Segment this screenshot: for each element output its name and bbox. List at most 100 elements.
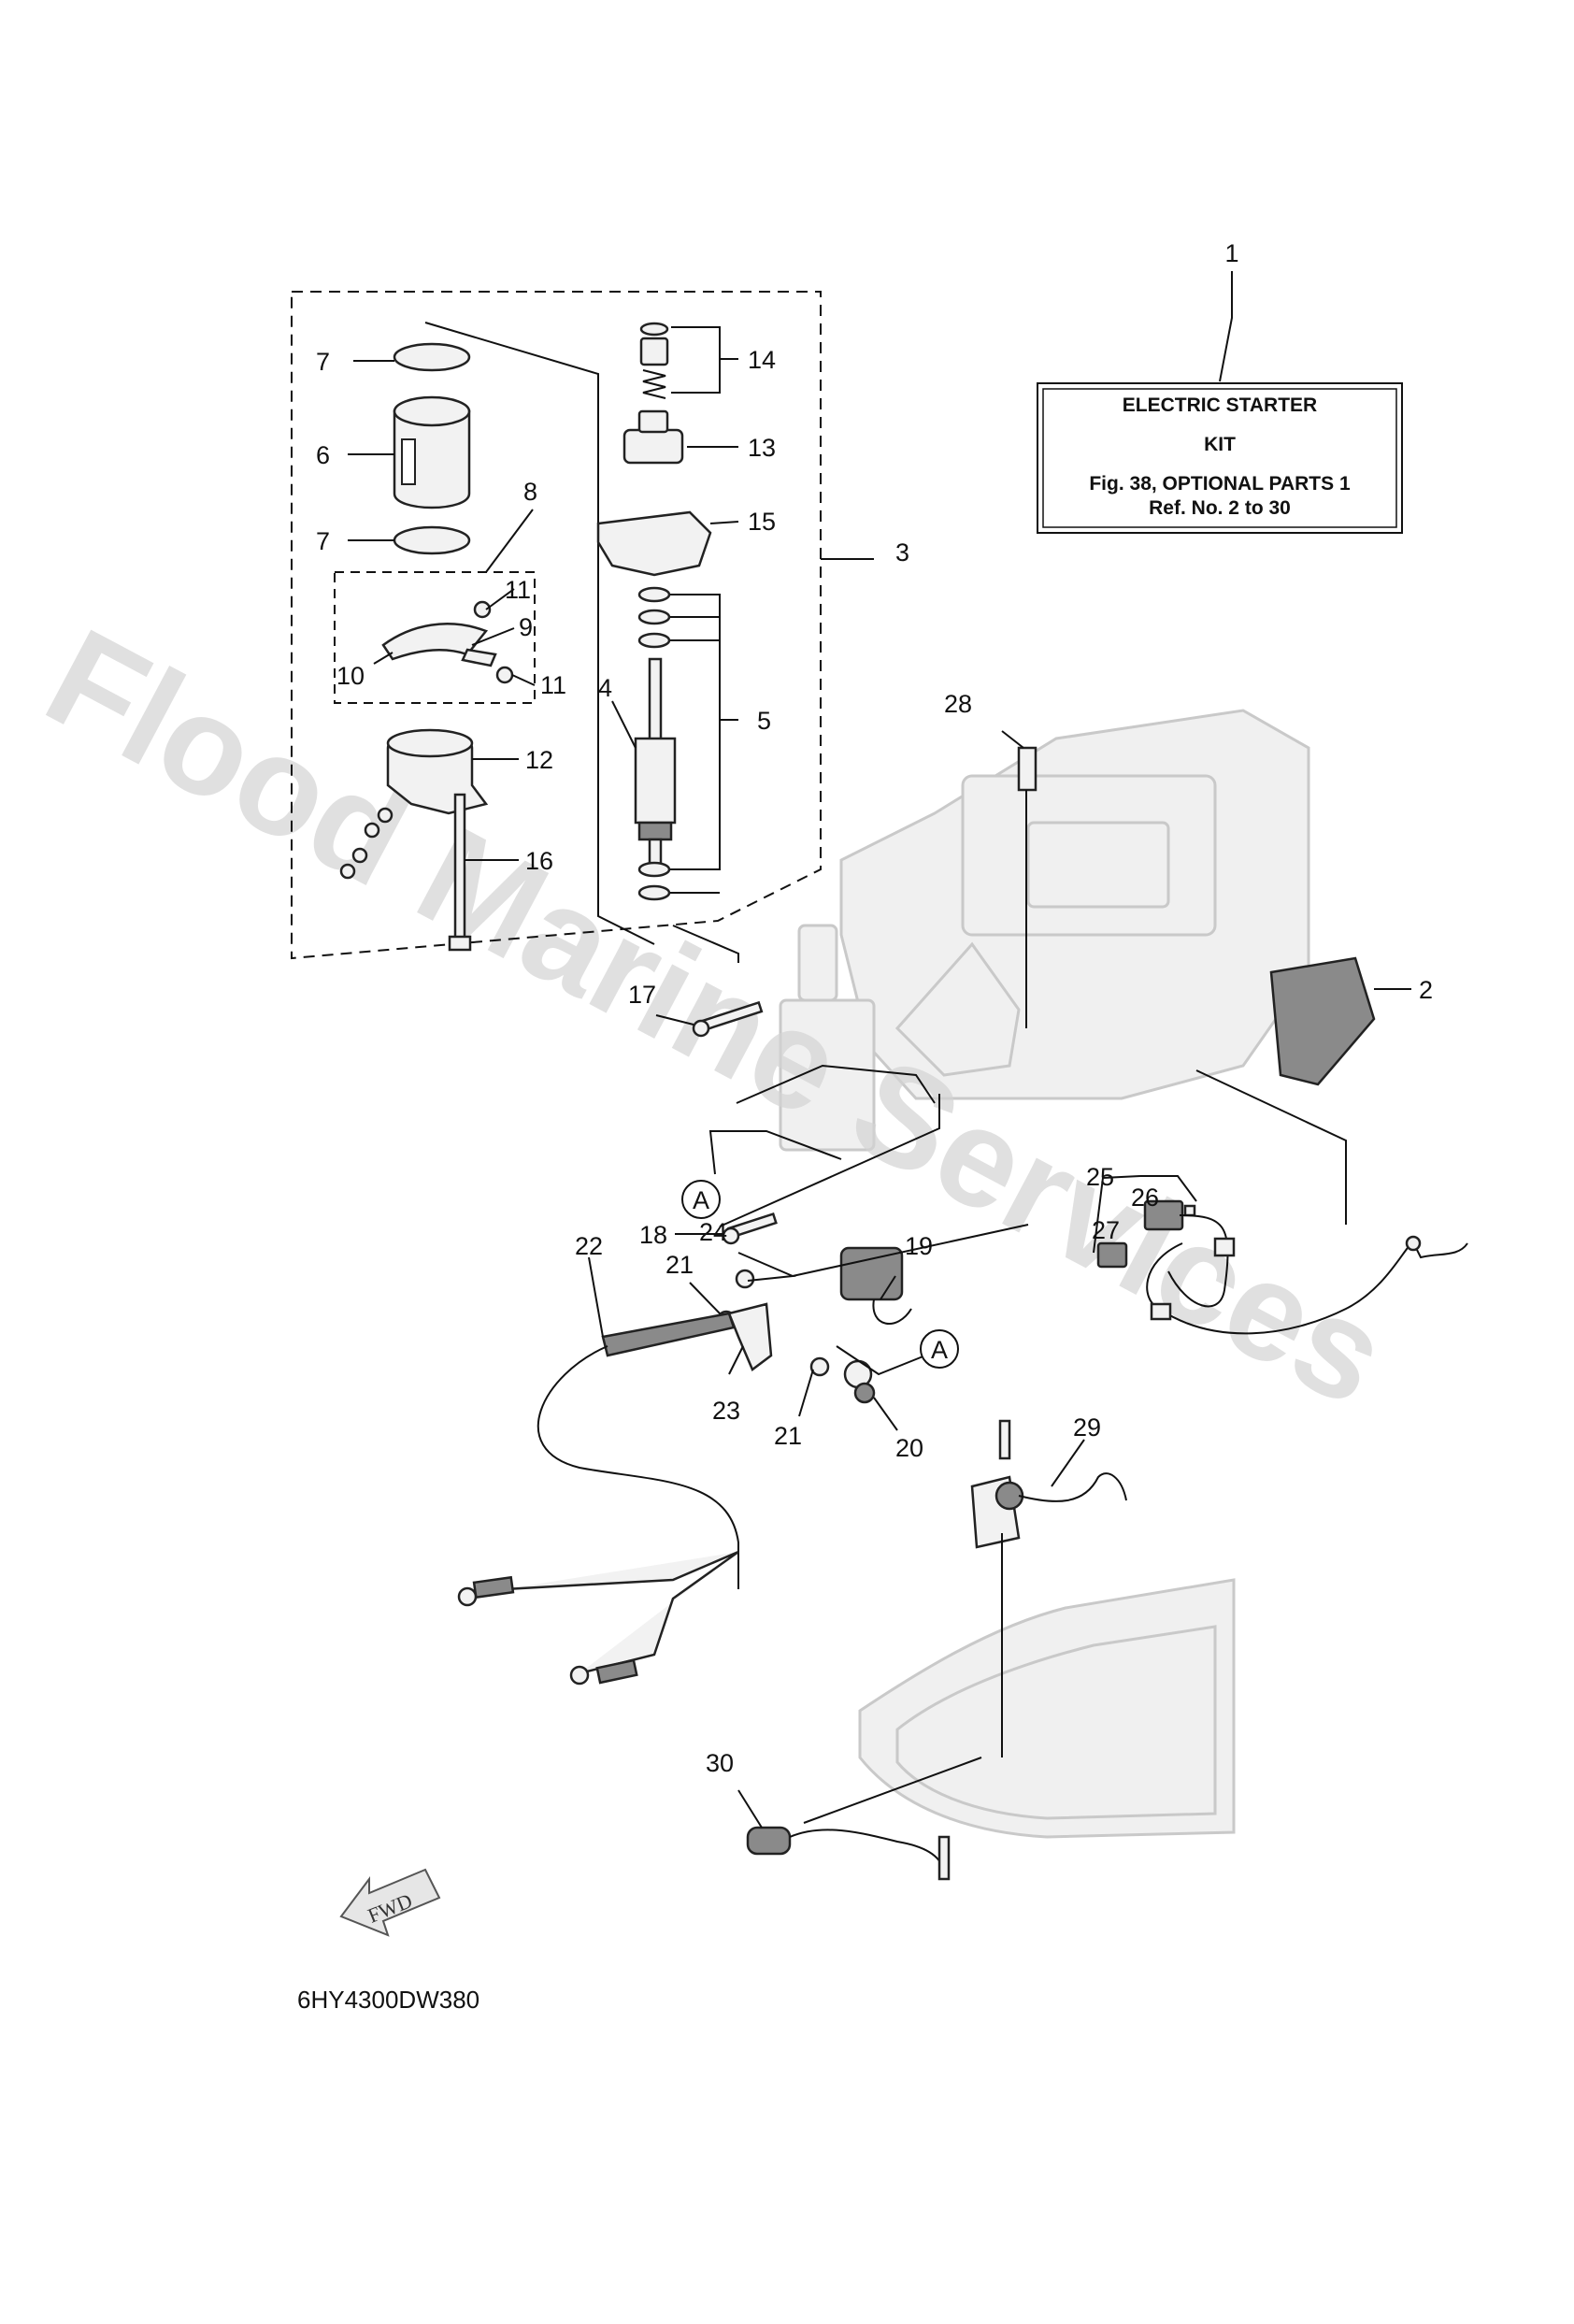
wire-harness	[1146, 1214, 1412, 1335]
kit-info-box: ELECTRIC STARTER KIT Fig. 38, OPTIONAL P…	[1037, 382, 1403, 534]
callout-7: 7	[316, 348, 330, 376]
callout-27: 27	[1092, 1216, 1120, 1244]
callout-4: 4	[598, 674, 612, 702]
callout-13: 13	[748, 434, 776, 462]
callout-1: 1	[1224, 239, 1238, 267]
assembly-guide-line	[424, 322, 655, 945]
o-ring-top	[393, 342, 471, 372]
callout-11: 11	[505, 576, 531, 604]
through-bolt-head	[448, 935, 472, 952]
callout-17: 17	[628, 981, 656, 1009]
callout-2: 2	[1419, 976, 1433, 1004]
callout-18: 18	[639, 1221, 667, 1249]
callout-15: 15	[748, 508, 776, 536]
thrust-washer	[637, 861, 671, 878]
battery-cable-sleeve	[601, 1312, 736, 1357]
battery-cable	[537, 1345, 739, 1589]
callout-labels: 1 2 3 4 5 6 7 7 8 9 10 11 11 12 13 14 15…	[316, 239, 1433, 1777]
return-spring	[642, 369, 666, 399]
callout-10: 10	[336, 662, 365, 690]
leader-lines	[348, 271, 1411, 1829]
starter-relay	[839, 1246, 912, 1325]
callout-26: 26	[1131, 1184, 1159, 1212]
kit-reference-range: Ref. No. 2 to 30	[1149, 497, 1291, 519]
reference-a-marker: A	[920, 1329, 959, 1369]
thrust-washer	[637, 632, 671, 649]
callout-21: 21	[774, 1422, 802, 1450]
battery-cable-split	[504, 1550, 739, 1675]
assembly-guide-line	[672, 925, 739, 963]
ring-terminal-icon	[457, 1586, 478, 1607]
callout-29: 29	[1073, 1413, 1101, 1442]
starter-yoke	[393, 395, 471, 509]
brush-lead	[461, 648, 497, 667]
drive-pinion	[622, 409, 684, 465]
trim-switch-bracket	[970, 1419, 1127, 1549]
svg-text:A: A	[693, 1186, 709, 1214]
callout-5: 5	[757, 707, 771, 735]
harness-connector	[1096, 1241, 1128, 1269]
thrust-washer	[637, 586, 671, 603]
washer-icon	[377, 807, 394, 824]
lead-wire	[1410, 1238, 1468, 1259]
callout-28: 28	[944, 690, 972, 718]
neutral-switch	[843, 1359, 876, 1404]
starter-bolt	[692, 1000, 764, 1038]
o-ring-bottom	[393, 525, 471, 555]
callout-7: 7	[316, 527, 330, 555]
callout-25: 25	[1086, 1163, 1114, 1191]
cable-terminal	[472, 1575, 515, 1600]
cable-terminal	[595, 1658, 638, 1685]
thrust-washer	[637, 609, 671, 625]
through-bolt	[453, 793, 466, 946]
harness-pin	[1183, 1204, 1196, 1217]
washer-icon	[364, 822, 380, 839]
lower-cowling-illustration	[858, 1578, 1236, 1839]
stopper-collar	[639, 337, 669, 366]
diagram-code: 6HY4300DW380	[297, 1986, 479, 2014]
callout-9: 9	[519, 613, 533, 641]
svg-text:A: A	[931, 1336, 948, 1364]
callout-21: 21	[665, 1251, 694, 1279]
washer-icon	[351, 847, 368, 864]
callout-3: 3	[895, 538, 909, 567]
thrust-washer	[637, 884, 671, 901]
front-end-cover	[596, 510, 712, 577]
screw-icon	[735, 1269, 755, 1289]
wire-end	[1150, 1302, 1172, 1321]
screw-icon	[809, 1356, 830, 1377]
kit-reference-figure: Fig. 38, OPTIONAL PARTS 1	[1089, 473, 1351, 495]
callout-23: 23	[712, 1397, 740, 1425]
callout-24: 24	[699, 1218, 727, 1246]
callout-30: 30	[706, 1749, 734, 1777]
callout-22: 22	[575, 1232, 603, 1260]
mount-bolt	[1017, 746, 1037, 792]
nut-icon	[473, 600, 492, 619]
starter-bolt-lower	[722, 1212, 778, 1245]
callout-11: 11	[540, 671, 566, 699]
cable-bracket	[727, 1302, 773, 1371]
sub-assembly-boundary	[334, 571, 536, 704]
callout-20: 20	[895, 1434, 923, 1462]
ring-terminal-icon	[569, 1665, 590, 1686]
thermo-switch	[746, 1826, 951, 1881]
washer-icon	[339, 863, 356, 880]
circlip	[639, 322, 669, 337]
callout-6: 6	[316, 441, 330, 469]
callout-8: 8	[523, 478, 537, 506]
callout-16: 16	[525, 847, 553, 875]
forward-direction-arrow: FWD	[339, 1868, 441, 1937]
nut-icon	[495, 666, 514, 684]
armature	[634, 657, 677, 869]
callout-12: 12	[525, 746, 553, 774]
wire-end	[1213, 1237, 1236, 1257]
callout-19: 19	[905, 1232, 933, 1260]
lead-terminal-icon	[1405, 1235, 1422, 1252]
kit-title-line2: KIT	[1204, 434, 1236, 455]
callout-14: 14	[748, 346, 776, 374]
reference-a-marker: A	[681, 1180, 721, 1219]
rectifier-regulator	[1269, 956, 1376, 1086]
kit-title-line1: ELECTRIC STARTER	[1123, 395, 1317, 416]
starter-assembly-boundary	[291, 291, 822, 960]
